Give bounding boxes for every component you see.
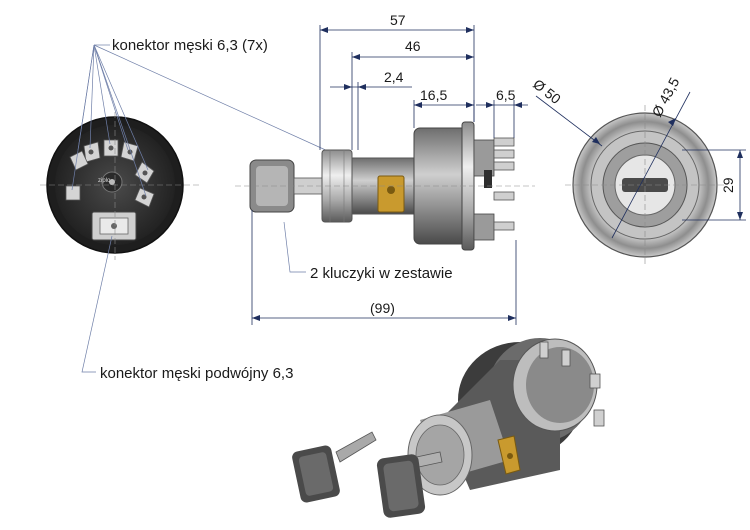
dim-diameter-50: Ø 50: [530, 76, 564, 107]
connector-pin: [65, 185, 81, 201]
male-connector-label: konektor męski 6,3 (7x): [112, 37, 268, 54]
dimensions-side: 57 46 2,4 16,5 6,5 (99): [251, 12, 528, 325]
keys-leader: [283, 221, 306, 273]
dim-2-4: 2,4: [384, 69, 404, 85]
switch-housing: [413, 127, 469, 245]
dim-diameter-43-5: Ø 43,5: [649, 75, 683, 120]
dim-16-5: 16,5: [420, 87, 447, 103]
front-view: [565, 105, 725, 265]
svg-text:ziplo: ziplo: [98, 178, 111, 184]
double-connector-label: konektor męski podwójny 6,3: [100, 365, 293, 382]
connector-pin: [69, 150, 89, 171]
keys-label: 2 kluczyki w zestawie: [310, 265, 453, 282]
side-view: [235, 121, 535, 251]
dim-46: 46: [405, 38, 421, 54]
rear-view: ziplo: [40, 112, 200, 260]
dim-57: 57: [390, 12, 406, 28]
dim-6-5: 6,5: [496, 87, 516, 103]
dim-29: 29: [720, 177, 736, 193]
rear-terminals: [473, 137, 515, 241]
spare-key-icon: [292, 431, 377, 503]
connector-leaders: [71, 44, 331, 373]
keyway: [622, 178, 668, 192]
inserted-key-icon: [376, 451, 443, 518]
product-rendering: [292, 338, 605, 518]
dim-99: (99): [370, 300, 395, 316]
